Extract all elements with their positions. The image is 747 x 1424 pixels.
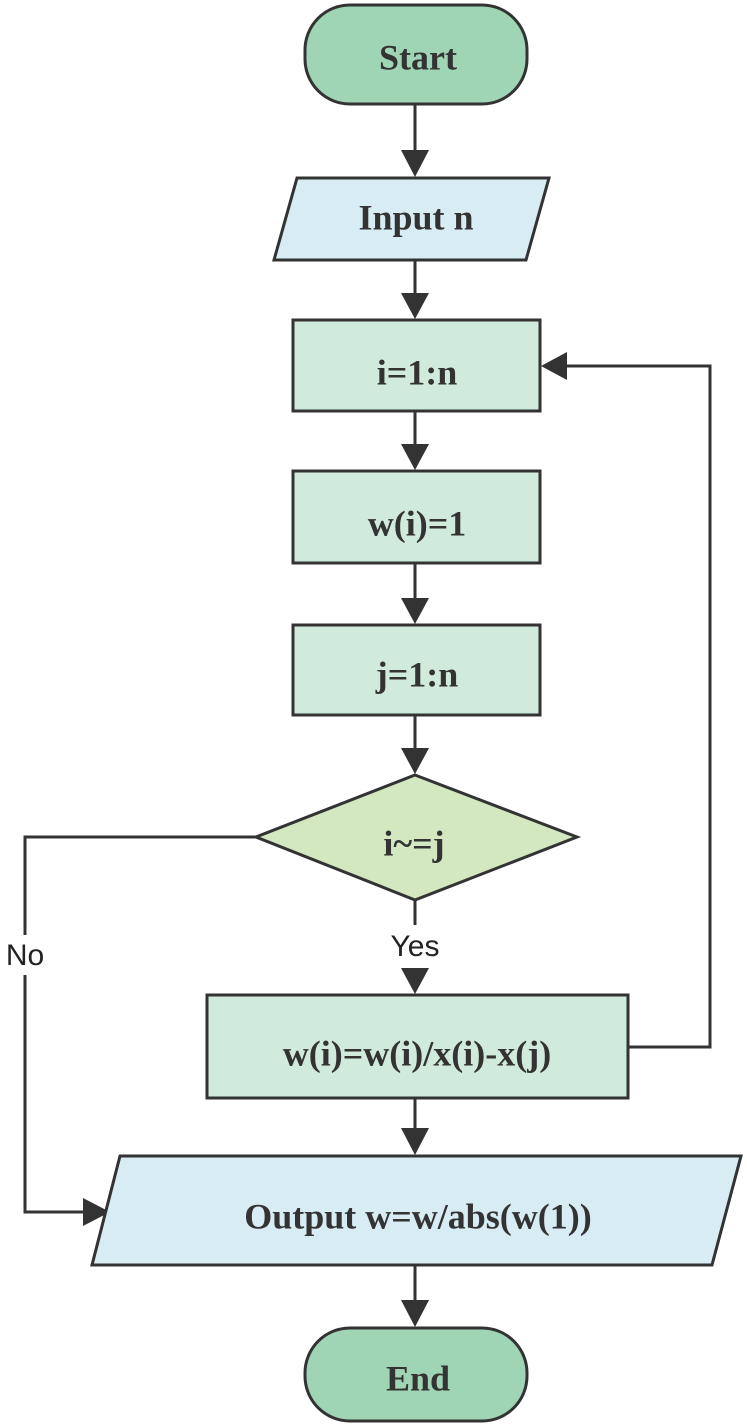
update-w-process-shape	[205, 993, 630, 1100]
arrowhead-update-w	[401, 968, 429, 994]
start-node: Start	[303, 3, 529, 106]
output-node: Output w=w/abs(w(1))	[90, 1154, 743, 1267]
output-io-shape	[90, 1154, 743, 1267]
arrowhead-decision	[401, 748, 429, 774]
input-label: Input n	[358, 197, 473, 237]
update-w-node: w(i)=w(i)/x(i)-x(j)	[205, 993, 630, 1100]
update-w-label: w(i)=w(i)/x(i)-x(j)	[283, 1033, 551, 1073]
loop-j-node: j=1:n	[291, 623, 542, 717]
loop-j-label: j=1:n	[375, 654, 459, 694]
arrowhead-loop-back	[541, 352, 567, 380]
arrowhead-loop-j	[401, 598, 429, 624]
arrowhead-output-no	[83, 1198, 110, 1226]
no-label-background	[0, 935, 54, 975]
input-node: Input n	[272, 176, 551, 262]
decision-node: i~=j	[251, 773, 582, 902]
init-w-process-shape	[291, 469, 542, 565]
end-terminal-shape	[303, 1326, 529, 1423]
arrowhead-input	[401, 150, 429, 177]
end-node: End	[303, 1326, 529, 1423]
loop-i-label: i=1:n	[377, 352, 458, 392]
input-io-shape	[272, 176, 551, 262]
end-label: End	[386, 1358, 450, 1398]
decision-label: i~=j	[383, 823, 444, 863]
loop-i-process-shape	[291, 318, 542, 413]
init-w-node: w(i)=1	[291, 469, 542, 565]
arrowhead-init-w	[401, 444, 429, 470]
arrowhead-end	[401, 1300, 429, 1327]
decision-diamond-shape	[251, 773, 582, 902]
edges	[23, 104, 712, 1327]
arrowhead-loop-i	[401, 293, 429, 319]
init-w-label: w(i)=1	[368, 503, 467, 543]
loop-i-node: i=1:n	[291, 318, 542, 413]
edge-decision-no	[23, 835, 256, 1214]
arrowhead-output	[401, 1128, 429, 1155]
start-terminal-shape	[303, 3, 529, 106]
no-label: No	[6, 939, 44, 972]
start-label: Start	[379, 37, 457, 77]
loop-j-process-shape	[291, 623, 542, 717]
yes-label: Yes	[391, 930, 440, 963]
output-label: Output w=w/abs(w(1))	[244, 1196, 592, 1236]
edge-loop-back	[565, 364, 712, 1049]
